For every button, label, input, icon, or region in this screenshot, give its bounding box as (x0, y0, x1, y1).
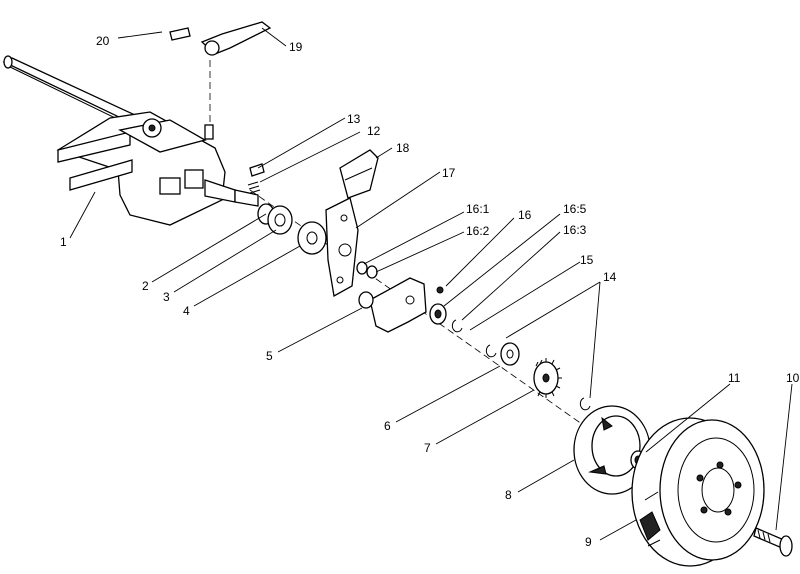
callout-14: 14 (603, 270, 617, 284)
callout-5: 5 (266, 349, 273, 363)
part-hub-cap (573, 405, 651, 495)
callout-16-5: 16:5 (563, 202, 587, 216)
callout-7: 7 (424, 441, 431, 455)
part-bearing-set (429, 286, 463, 333)
callout-20: 20 (96, 34, 110, 48)
callout-12: 12 (367, 124, 381, 138)
part-lever (200, 21, 272, 56)
part-washers (257, 203, 327, 255)
callout-16-3: 16:3 (563, 223, 587, 237)
part-knob (339, 149, 379, 199)
callout-18: 18 (396, 141, 410, 155)
callout-9: 9 (585, 535, 592, 549)
callout-19: 19 (289, 40, 303, 54)
callout-6: 6 (384, 419, 391, 433)
part-wheel-bolt (753, 527, 793, 557)
callout-1: 1 (60, 235, 67, 249)
leader-lines (69, 27, 793, 541)
callout-4: 4 (183, 304, 190, 318)
part-clips-and-spacer (485, 342, 591, 411)
callout-17: 17 (442, 166, 456, 180)
part-wheel (631, 417, 765, 567)
callout-16-2: 16:2 (466, 224, 490, 238)
part-carrier-bracket (358, 277, 427, 333)
callout-16-1: 16:1 (466, 202, 490, 216)
callout-8: 8 (505, 488, 512, 502)
part-bracket-plate (325, 197, 359, 298)
callout-13: 13 (347, 112, 361, 126)
callout-10: 10 (786, 371, 800, 385)
part-small-bushings (356, 261, 378, 279)
part-transmission-housing (56, 111, 259, 226)
part-pinion-gear (533, 358, 562, 398)
callout-labels: 20 19 1 13 12 18 17 2 3 4 5 16:1 16:2 16… (60, 34, 800, 549)
callout-2: 2 (142, 279, 149, 293)
part-pin (169, 27, 191, 41)
callout-16: 16 (518, 208, 532, 222)
callout-15: 15 (580, 253, 594, 267)
part-key (247, 163, 265, 194)
callout-3: 3 (163, 290, 170, 304)
callout-11: 11 (728, 371, 741, 385)
